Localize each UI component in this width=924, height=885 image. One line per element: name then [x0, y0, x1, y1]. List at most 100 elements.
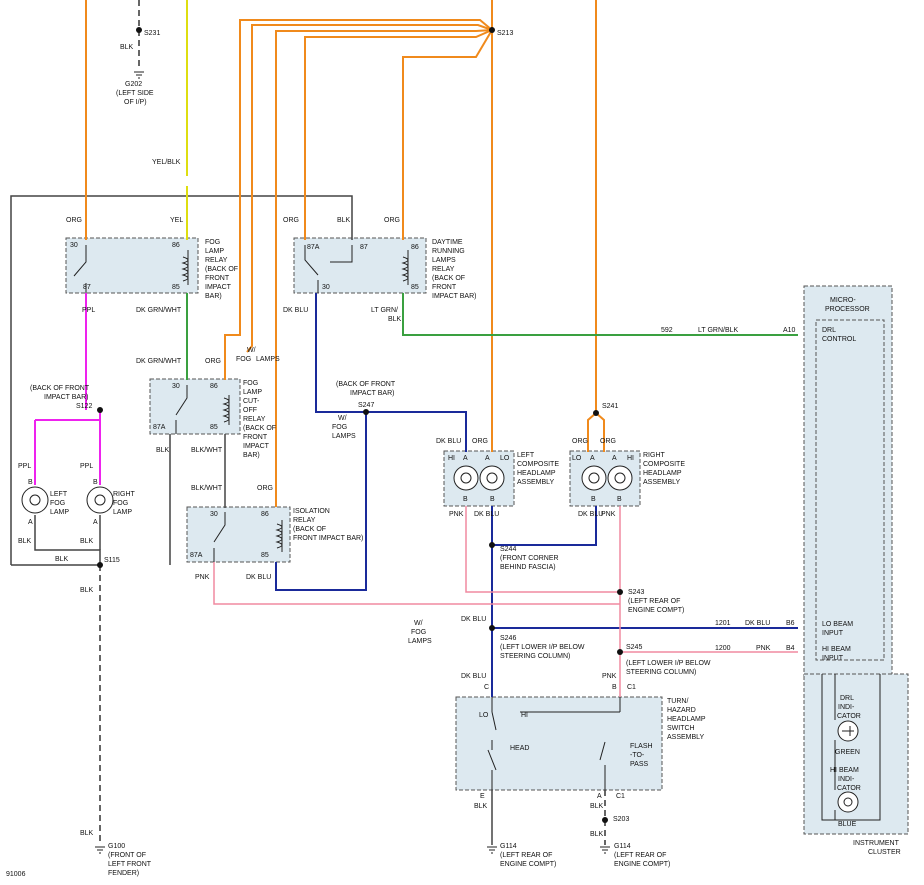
- ground-symbols: [95, 71, 610, 854]
- ground-g202: G202: [125, 81, 142, 88]
- svg-text:A: A: [597, 793, 602, 800]
- wire-label-blk-s115: BLK: [55, 556, 69, 563]
- microprocessor-label: MICRO- PROCESSOR: [825, 297, 870, 313]
- isolation-relay-pins: 30 86 87A 85: [190, 511, 269, 559]
- ground-g114a-loc2: ENGINE COMPT): [500, 861, 556, 868]
- left-headlamp-bulbs: [453, 465, 505, 491]
- wire-label-org-right2: ORG: [600, 438, 616, 445]
- w-fog-lamps-3a: W/: [414, 620, 423, 627]
- wire-label-blk-g100-1: BLK: [80, 587, 94, 594]
- wire-label-org-isolation: ORG: [257, 485, 273, 492]
- wire-label-blk-cutoff: BLK: [156, 447, 170, 454]
- svg-text:A: A: [612, 455, 617, 462]
- right-headlamp-label: RIGHT COMPOSITE HEADLAMP ASSEMBLY: [643, 452, 687, 486]
- switch-and-module-pins: C B C1 E A C1 A10 B6 B4: [480, 327, 796, 800]
- wire-label-ppl: PPL: [82, 307, 95, 314]
- drl-relay-box: [293, 237, 427, 294]
- wire-label-dkblu-left: DK BLU: [436, 438, 461, 445]
- splice-s243: S243: [628, 589, 644, 596]
- hi-beam-indicator-label: HI BEAM INDI- CATOR: [830, 767, 861, 792]
- drl-relay-label: DAYTIME RUNNING LAMPS RELAY (BACK OF FRO…: [432, 239, 476, 300]
- svg-text:87A: 87A: [153, 424, 166, 431]
- right-fog-lamp-symbol: [86, 486, 114, 514]
- svg-text:86: 86: [172, 242, 180, 249]
- svg-text:E: E: [480, 793, 485, 800]
- w-fog-lamps-1c: LAMPS: [256, 356, 280, 363]
- wire-label-blk-drl: BLK: [337, 217, 351, 224]
- wire-label-dkgrnwht: DK GRN/WHT: [136, 307, 182, 314]
- wire-label-blk-g100-2: BLK: [80, 830, 94, 837]
- wire-label-ltgrnblk: LT GRN/BLK: [698, 327, 739, 334]
- drl-indicator-symbol: [837, 720, 859, 742]
- hi-beam-indicator-symbol: [837, 791, 859, 813]
- wire-org-drl-87a: [304, 29, 493, 240]
- splice-s247: S247: [358, 402, 374, 409]
- wire-label-blk-top: BLK: [120, 44, 134, 51]
- lo-beam-input-label: LO BEAM INPUT: [822, 621, 855, 637]
- location-s245: (LEFT LOWER I/P BELOW STEERING COLUMN): [626, 660, 713, 676]
- location-back-front-impact-bar-1: (BACK OF FRONT IMPACT BAR): [30, 385, 91, 401]
- wire-org-w-fog: [246, 24, 493, 353]
- svg-text:30: 30: [172, 383, 180, 390]
- splice-s244: S244: [500, 546, 516, 553]
- switch-hi-label: HI: [521, 712, 528, 719]
- drl-relay-pins: 87A 87 86 30 85: [307, 244, 419, 291]
- wire-label-dkblu-lobeam: DK BLU: [745, 620, 770, 627]
- fog-lamp-relay-label: FOG LAMP RELAY (BACK OF FRONT IMPACT BAR…: [205, 239, 240, 300]
- svg-text:A: A: [485, 455, 490, 462]
- wire-label-org-right1: ORG: [572, 438, 588, 445]
- wire-label-ppl-right: PPL: [80, 463, 93, 470]
- location-s243: (LEFT REAR OF ENGINE COMPT): [628, 598, 684, 614]
- right-headlamp-bulbs: [581, 465, 633, 491]
- w-fog-lamps-1b: FOG: [236, 356, 251, 363]
- svg-text:B: B: [617, 496, 622, 503]
- wire-org-drl-86: [402, 29, 493, 240]
- wire-label-blkwht-1: BLK/WHT: [191, 447, 223, 454]
- splice-s213: S213: [497, 30, 513, 37]
- ground-g100-loc1: (FRONT OF: [108, 852, 146, 859]
- switch-head-label: HEAD: [510, 745, 529, 752]
- green-label: GREEN: [835, 749, 860, 756]
- microprocessor-box: [803, 285, 893, 677]
- ground-g202-loc2: OF I/P): [124, 99, 147, 106]
- fog-relay-pins: 30 86 87 85: [70, 242, 180, 291]
- ground-g114a: G114: [500, 843, 517, 850]
- wire-ppl-fog-lamps: [34, 293, 101, 485]
- wire-blk-fog-lamps: [34, 515, 101, 565]
- fog-lamp-relay-box: [65, 237, 199, 294]
- svg-text:B: B: [93, 479, 98, 486]
- svg-text:A: A: [28, 519, 33, 526]
- svg-text:LO: LO: [572, 455, 582, 462]
- svg-text:87A: 87A: [190, 552, 203, 559]
- w-fog-lamps-2a: W/: [338, 415, 347, 422]
- svg-text:85: 85: [172, 284, 180, 291]
- svg-text:86: 86: [261, 511, 269, 518]
- svg-text:87: 87: [360, 244, 368, 251]
- ground-g114b-loc1: (LEFT REAR OF: [614, 852, 666, 859]
- wire-label-blk-s203: BLK: [590, 831, 604, 838]
- wire-label-org-left: ORG: [472, 438, 488, 445]
- wire-dkblu-drl-s247: [315, 293, 467, 452]
- wire-label-blk-switch-e: BLK: [474, 803, 488, 810]
- svg-text:30: 30: [322, 284, 330, 291]
- svg-text:LO: LO: [500, 455, 510, 462]
- svg-text:30: 30: [210, 511, 218, 518]
- wire-label-blkwht-2: BLK/WHT: [191, 485, 223, 492]
- fog-cutoff-relay-pins: 30 86 87A 85: [153, 383, 218, 431]
- w-fog-lamps-2c: LAMPS: [332, 433, 356, 440]
- svg-text:B: B: [490, 496, 495, 503]
- svg-text:85: 85: [261, 552, 269, 559]
- switch-flash-label: FLASH -TO- PASS: [630, 743, 655, 768]
- circuit-1201: 1201: [715, 620, 731, 627]
- isolation-relay-box: [186, 506, 291, 563]
- svg-text:HI: HI: [627, 455, 634, 462]
- splice-s246: S246: [500, 635, 516, 642]
- w-fog-lamps-3c: LAMPS: [408, 638, 432, 645]
- fog-relay-internals: [73, 245, 189, 293]
- wire-label-dk-left: DK BLU: [474, 511, 499, 518]
- switch-lo-label: LO: [479, 712, 489, 719]
- svg-text:86: 86: [210, 383, 218, 390]
- switch-lo-contacts: [487, 697, 497, 790]
- lamp-pins: B A B A HI A A LO B B LO A A HI B B: [28, 455, 634, 526]
- wire-org-right-headlamp: [587, 0, 605, 452]
